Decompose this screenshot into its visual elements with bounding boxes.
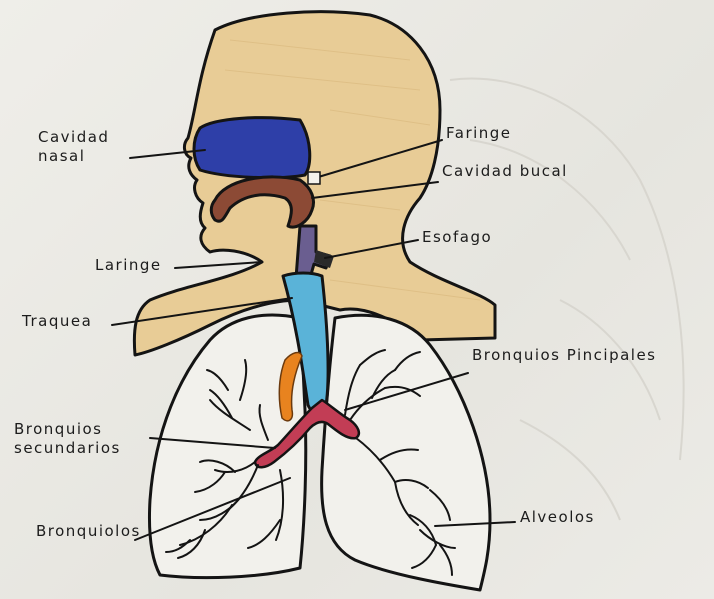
label-cavidad-bucal-text: Cavidad bucal: [442, 162, 568, 180]
label-bronquios-secundarios: Bronquios secundarios: [14, 420, 154, 458]
label-bronquiolos-text: Bronquiolos: [36, 522, 141, 540]
label-laringe: Laringe: [95, 256, 162, 275]
label-bronquios-principales: Bronquios Pincipales: [472, 346, 657, 365]
label-esofago: Esofago: [422, 228, 492, 247]
label-bronquios-secundarios-text: Bronquios secundarios: [14, 420, 121, 457]
label-alveolos-text: Alveolos: [520, 508, 595, 526]
label-cavidad-nasal-text: Cavidad nasal: [38, 128, 109, 165]
label-laringe-text: Laringe: [95, 256, 162, 274]
label-alveolos: Alveolos: [520, 508, 595, 527]
label-bronquiolos: Bronquiolos: [36, 522, 141, 541]
label-faringe: Faringe: [446, 124, 512, 143]
label-traquea: Traquea: [22, 312, 92, 331]
label-esofago-text: Esofago: [422, 228, 492, 246]
pharynx-marker: [308, 172, 320, 184]
label-bronquios-principales-text: Bronquios Pincipales: [472, 346, 657, 364]
label-cavidad-nasal: Cavidad nasal: [38, 128, 133, 166]
label-traquea-text: Traquea: [22, 312, 92, 330]
label-faringe-text: Faringe: [446, 124, 512, 142]
left-lung: [322, 315, 490, 590]
nasal-cavity: [194, 118, 310, 178]
label-cavidad-bucal: Cavidad bucal: [442, 162, 568, 181]
